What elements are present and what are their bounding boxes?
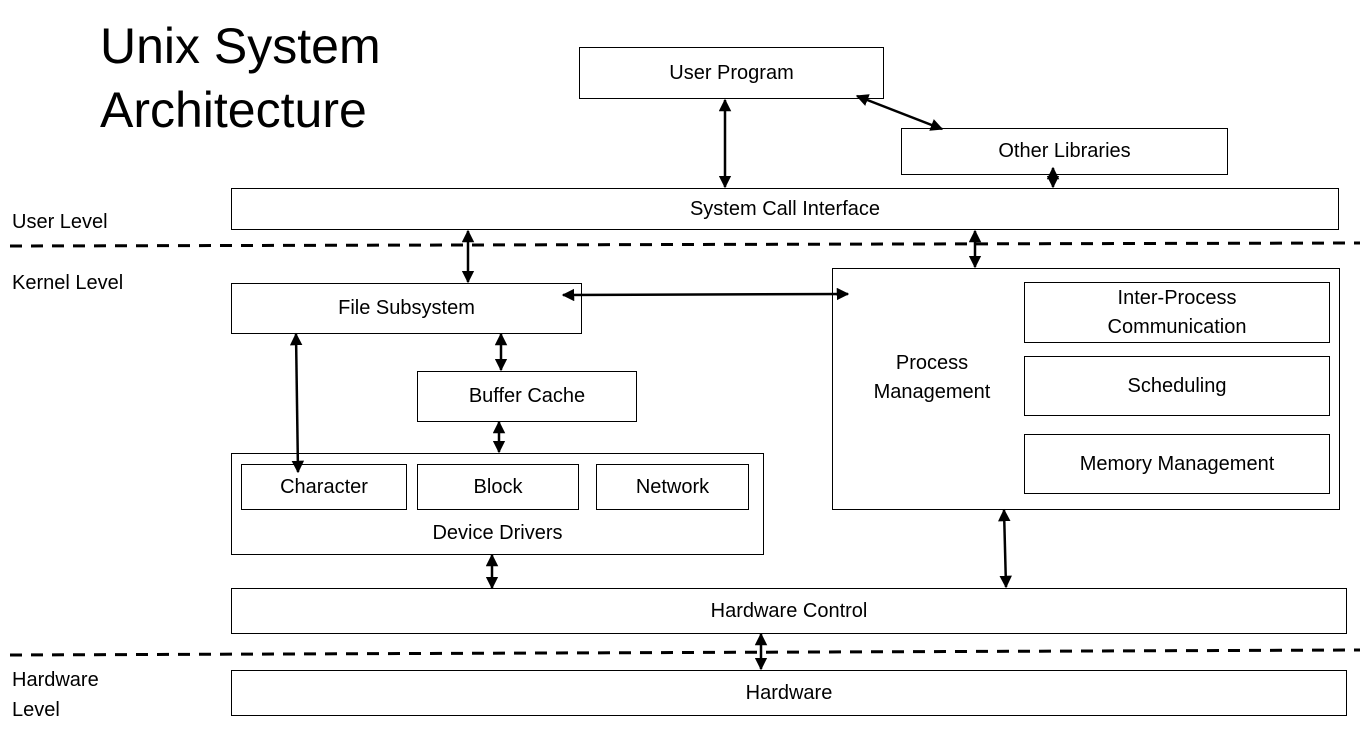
title-line-1: Unix System xyxy=(100,18,381,74)
hardware-level-label-line-2: Level xyxy=(12,699,60,721)
block-driver-label: Block xyxy=(473,475,523,498)
block-driver-box: Block xyxy=(417,464,579,510)
hardware-level-label-line-1: Hardware xyxy=(12,669,99,691)
file-subsystem-label: File Subsystem xyxy=(338,297,475,319)
hardware-label: Hardware xyxy=(745,681,833,704)
user-program-box: User Program xyxy=(579,47,884,99)
buffer-cache-label: Buffer Cache xyxy=(468,385,586,407)
user-program-label: User Program xyxy=(669,61,794,84)
system-call-interface-box: System Call Interface xyxy=(231,188,1339,230)
hardware-control-label: Hardware Control xyxy=(710,599,868,622)
process-management-label-line-1: Process xyxy=(895,352,969,374)
other-libraries-label: Other Libraries xyxy=(998,140,1131,162)
system-call-interface-label: System Call Interface xyxy=(689,197,881,220)
buffer-cache-box: Buffer Cache xyxy=(417,371,637,422)
character-driver-box: Character xyxy=(241,464,407,510)
memory-management-box: Memory Management xyxy=(1024,434,1330,494)
hardware-level-label: Hardware Level xyxy=(12,665,99,725)
diagram-title: Unix System Architecture xyxy=(100,14,381,142)
scheduling-box: Scheduling xyxy=(1024,356,1330,416)
arrow-file-subsystem-character xyxy=(289,332,305,474)
hardware-box: Hardware xyxy=(231,670,1347,716)
user-level-label: User Level xyxy=(12,211,108,233)
character-driver-label: Character xyxy=(280,475,368,498)
arrow-process-management-hardware-control xyxy=(998,508,1012,589)
network-driver-box: Network xyxy=(596,464,749,510)
arrow-file-subsystem-process-management xyxy=(561,287,850,302)
inter-process-communication-box: Inter-Process Communication xyxy=(1024,282,1330,343)
arrow-user-program-libraries xyxy=(855,94,944,131)
hardware-control-box: Hardware Control xyxy=(231,588,1347,634)
ipc-label-line-1: Inter-Process xyxy=(1117,286,1237,309)
scheduling-label: Scheduling xyxy=(1127,374,1227,397)
title-line-2: Architecture xyxy=(100,82,367,138)
ipc-label-line-2: Communication xyxy=(1107,315,1247,338)
user-kernel-divider xyxy=(9,241,1360,248)
network-driver-label: Network xyxy=(635,475,710,498)
file-subsystem-box: File Subsystem xyxy=(231,283,582,334)
process-management-label-line-2: Management xyxy=(873,381,991,403)
device-drivers-label: Device Drivers xyxy=(432,522,563,544)
memory-management-label: Memory Management xyxy=(1079,452,1275,475)
kernel-hardware-divider xyxy=(9,648,1360,657)
other-libraries-box: Other Libraries xyxy=(901,128,1228,175)
process-management-label: Process Management xyxy=(858,349,1006,407)
kernel-level-label: Kernel Level xyxy=(12,272,124,294)
